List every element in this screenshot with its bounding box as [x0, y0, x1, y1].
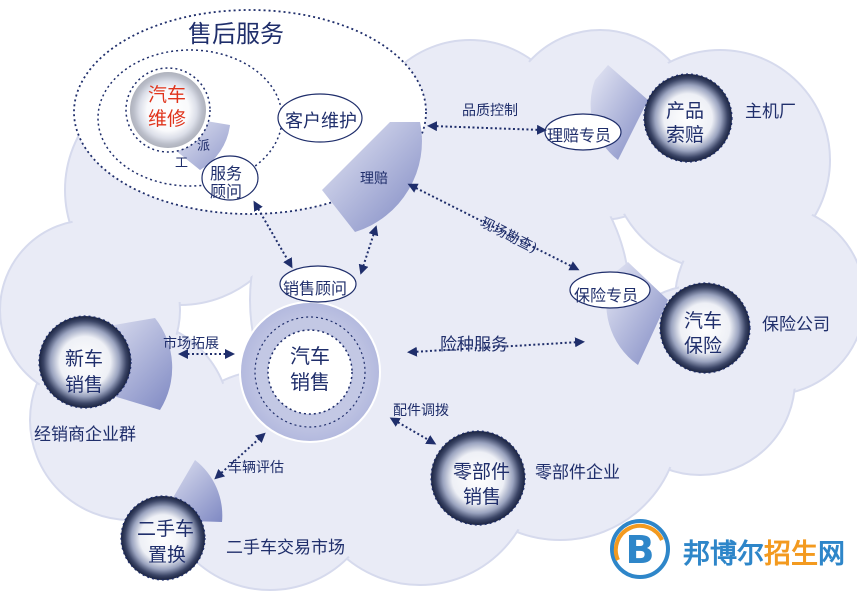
customer-maintenance-label: 客户维护 — [285, 111, 357, 132]
insurance-specialist-bubble — [569, 271, 651, 309]
service-advisor-bubble — [201, 155, 259, 201]
parts-sales-label-1: 零部件 — [453, 461, 511, 483]
arrow-site-survey — [407, 183, 580, 271]
sales-advisor-bubble — [279, 265, 357, 303]
dispatch-label-1: 派 — [197, 139, 211, 154]
watermark-b-icon: B — [626, 528, 655, 572]
new-car-label-2: 销售 — [65, 374, 104, 396]
insurance-specialist-label: 保险专员 — [574, 286, 639, 305]
watermark-logo: B — [610, 519, 670, 579]
parts-company-label: 零部件企业 — [535, 463, 620, 483]
used-car-circle — [120, 495, 206, 581]
auto-sales-circle — [267, 329, 353, 415]
product-claim-label-1: 产品 — [666, 100, 705, 122]
arrow-insurance-service — [407, 337, 585, 357]
arrow-quality-control — [427, 121, 547, 135]
auto-insurance-label-1: 汽车 — [684, 310, 723, 332]
claims-specialist-label: 理赔专员 — [547, 126, 612, 145]
market-expansion-label: 市场拓展 — [163, 336, 219, 352]
watermark-text-right: 网 — [818, 539, 845, 570]
service-advisor-label-2: 顾问 — [210, 182, 243, 201]
watermark-text-highlight: 招生 — [764, 539, 818, 570]
parts-sales-circle — [430, 430, 526, 526]
insurance-service-label: 险种服务 — [440, 335, 508, 355]
after-sales-title: 售后服务 — [188, 20, 284, 48]
service-advisor-label-1: 服务 — [210, 164, 243, 183]
new-car-circle — [38, 315, 132, 409]
connector-arrows — [178, 121, 585, 480]
arrow-vehicle-evaluation — [214, 432, 266, 480]
customer-maintenance-bubble — [277, 93, 363, 143]
auto-sales-label-1: 汽车 — [290, 344, 330, 368]
vehicle-evaluation-label: 车辆评估 — [228, 460, 284, 476]
sales-advisor-label: 销售顾问 — [283, 279, 348, 298]
arrow-parts-allocation — [389, 417, 437, 445]
auto-sales-label-2: 销售 — [290, 370, 330, 394]
used-car-market-label: 二手车交易市场 — [226, 538, 345, 558]
used-car-label-2: 置换 — [148, 544, 187, 566]
dealer-group-label: 经销商企业群 — [34, 425, 136, 445]
oem-label: 主机厂 — [745, 102, 796, 122]
new-car-label-1: 新车 — [65, 348, 104, 370]
product-claim-label-2: 索赔 — [666, 124, 705, 146]
claims-wedge — [322, 122, 422, 232]
auto-repair-label-2: 维修 — [148, 108, 187, 130]
insurance-company-label: 保险公司 — [762, 315, 830, 335]
watermark-text: 邦博尔招生网 — [683, 532, 845, 571]
auto-insurance-label-2: 保险 — [684, 335, 723, 357]
dispatch-label-2: 工 — [175, 156, 189, 171]
used-car-label-1: 二手车 — [137, 518, 195, 540]
watermark-text-left: 邦博尔 — [683, 539, 764, 570]
auto-insurance-circle — [659, 282, 751, 374]
product-claim-circle — [643, 73, 733, 163]
claims-label: 理赔 — [360, 171, 388, 187]
parts-sales-label-2: 销售 — [463, 486, 502, 508]
quality-control-label: 品质控制 — [462, 103, 518, 119]
parts-allocation-label: 配件调拨 — [393, 403, 449, 419]
auto-repair-label-1: 汽车 — [148, 84, 187, 106]
